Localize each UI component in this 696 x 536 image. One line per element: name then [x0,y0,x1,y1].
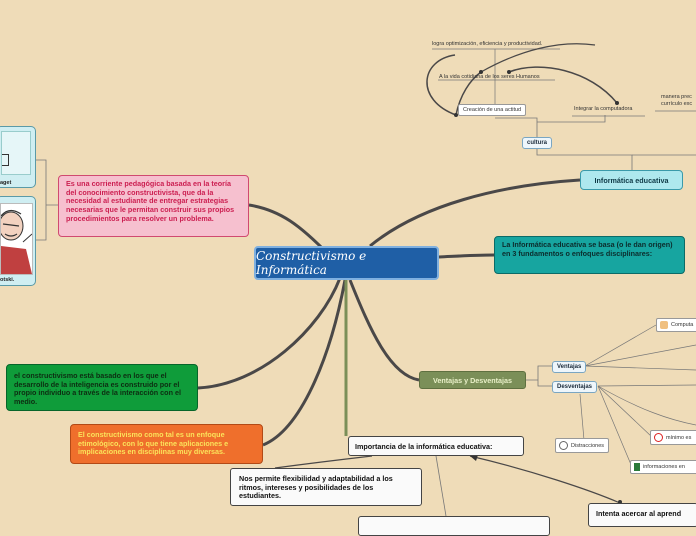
flexibility-node[interactable]: Nos permite flexibilidad y adaptabilidad… [230,468,422,506]
minimo-node[interactable]: mínimo es [650,430,696,445]
branch-to-ventajas [348,279,420,382]
ventajas-node[interactable]: Ventajas [552,361,587,373]
branch-flex-line [274,455,373,469]
integrar-node[interactable]: Integrar la computadora [574,106,632,112]
informaciones-node[interactable]: informaciones en [630,460,696,474]
branch-to-informatica [369,178,581,248]
etymology-node[interactable]: El constructivismo como tal es un enfoqu… [70,424,263,464]
fundamentos-node[interactable]: La Informática educativa se basa (o le d… [494,236,685,274]
vygotsky-portrait-image [0,203,33,275]
minimo-label: mínimo es [666,434,692,441]
vida-node[interactable]: A la vida cotidiana de los seres Humanos [439,74,540,80]
piaget-image-frame[interactable] [0,126,36,188]
vygotsky-image-frame[interactable] [0,196,36,286]
curriculo-label: currículo exc [661,101,693,107]
desventajas-node[interactable]: Desventajas [552,381,598,393]
intelligence-node[interactable]: el constructivismo está basado en los qu… [6,364,198,411]
vygotsky-caption: otski. [0,277,15,283]
intenta-text: Intenta acercar al aprend [596,509,682,518]
definition-node[interactable]: Es una corriente pedagógica basada en la… [58,175,249,237]
manera-node[interactable]: manera prec [661,94,692,100]
prohibited-icon [654,433,663,442]
ventajas-desventajas-node[interactable]: Ventajas y Desventajas [419,371,526,389]
fundamentos-text: La Informática educativa se basa (o le d… [502,240,673,258]
creacion-node[interactable]: Creación de una actitud [458,104,527,116]
distracciones-label: Distracciones [571,442,605,449]
importance-label: Importancia de la informática educativa: [355,441,493,451]
computa-label: Computa [671,322,694,328]
ventajas-label: Ventajas [557,364,582,370]
integrar-label: Integrar la computadora [574,106,633,112]
intenta-node[interactable]: Intenta acercar al aprend [588,503,696,527]
logra-node[interactable]: logra optimización, eficiencia y product… [432,41,542,47]
creacion-label: Creación de una actitud [463,107,522,113]
ventajas-desventajas-label: Ventajas y Desventajas [432,375,513,385]
book-icon [634,463,640,471]
bottom-node[interactable] [358,516,550,536]
curriculo-node[interactable]: currículo exc [661,101,692,107]
central-topic-title: Constructivismo e Informática [256,249,367,277]
connection-lines [36,43,696,517]
vida-label: A la vida cotidiana de los seres Humanos [439,74,540,80]
branch-to-intelligence [197,277,342,390]
computa-node[interactable]: Computa [656,318,696,332]
cultura-node[interactable]: cultura [522,137,553,149]
informaciones-label: informaciones en [643,464,685,470]
intelligence-text: el constructivismo está basado en los qu… [14,371,181,406]
logra-label: logra optimización, eficiencia y product… [432,41,543,47]
central-topic[interactable]: Constructivismo e Informática [254,246,439,280]
piaget-caption: aget [0,180,12,186]
branch-to-etymology [262,279,347,447]
definition-text: Es una corriente pedagógica basada en la… [66,179,235,223]
branch-to-fundamentos [438,253,495,259]
piaget-image [1,131,31,175]
informatica-educativa-node[interactable]: Informática educativa [580,170,683,190]
person-icon [660,321,668,329]
etymology-text: El constructivismo como tal es un enfoqu… [78,430,229,457]
desventajas-label: Desventajas [557,384,593,390]
cultura-label: cultura [527,140,548,146]
importance-node[interactable]: Importancia de la informática educativa: [348,436,524,456]
informatica-educativa-label: Informática educativa [594,175,669,185]
distracciones-node[interactable]: Distracciones [555,438,610,453]
flexibility-text: Nos permite flexibilidad y adaptabilidad… [239,474,393,501]
magnifier-icon [559,441,568,450]
manera-label: manera prec [661,94,692,100]
